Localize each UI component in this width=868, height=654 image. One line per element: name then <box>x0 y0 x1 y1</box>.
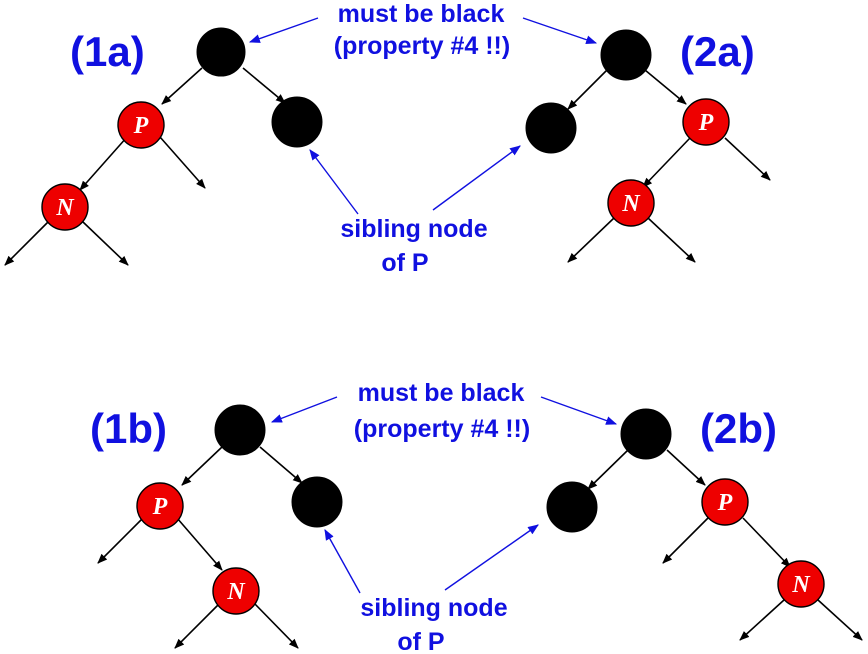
tree-1a-edges <box>4 67 286 266</box>
property-note-top: (property #4 !!) <box>334 32 510 60</box>
grandparent-node-1b <box>214 404 266 456</box>
sibling-node-2b <box>546 481 598 533</box>
parent-node-letter: P <box>717 490 733 516</box>
sibling-note-line1-bottom: sibling node <box>360 594 507 622</box>
tree-1b-edges <box>97 446 303 649</box>
parent-node-2b: P <box>701 478 749 526</box>
property-note-bottom: (property #4 !!) <box>354 415 530 443</box>
parent-node-2a: P <box>682 98 730 146</box>
must-be-black-note-top: must be black <box>338 0 505 28</box>
grandparent-node-2a <box>600 29 652 81</box>
case-label-1a: (1a) <box>70 28 145 75</box>
new-node-letter: N <box>55 195 75 221</box>
new-node-letter: N <box>621 191 641 217</box>
bottom-pointer-arrows <box>270 396 618 594</box>
sibling-node-1b <box>291 476 343 528</box>
new-node-2b: N <box>777 560 825 608</box>
tree-2b-edges <box>587 449 863 641</box>
grandparent-node-2b <box>620 408 672 460</box>
parent-node-letter: P <box>133 113 149 139</box>
sibling-note-line2-bottom: of P <box>397 628 444 654</box>
sibling-note-line2-top: of P <box>381 249 428 277</box>
new-node-1b: N <box>212 567 260 615</box>
grandparent-node-1a <box>196 27 246 77</box>
new-node-2a: N <box>607 179 655 227</box>
parent-node-1b: P <box>136 482 184 530</box>
case-label-1b: (1b) <box>90 405 167 452</box>
sibling-node-1a <box>271 96 323 148</box>
parent-node-letter: P <box>152 494 168 520</box>
case-label-2b: (2b) <box>700 405 777 452</box>
parent-node-letter: P <box>698 110 714 136</box>
top-pointer-arrows <box>248 17 598 215</box>
sibling-note-line1-top: sibling node <box>340 215 487 243</box>
tree-2a-edges <box>567 69 771 263</box>
sibling-node-2a <box>525 102 577 154</box>
case-label-2a: (2a) <box>680 28 755 75</box>
new-node-letter: N <box>226 579 246 605</box>
parent-node-1a: P <box>117 101 165 149</box>
must-be-black-note-bottom: must be black <box>358 379 525 407</box>
new-node-letter: N <box>791 572 811 598</box>
new-node-1a: N <box>41 183 89 231</box>
